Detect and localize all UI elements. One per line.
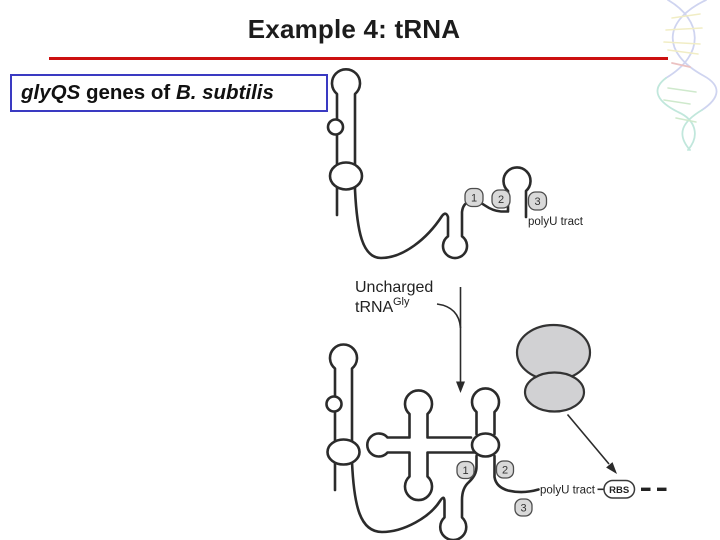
upper-small-bulge: [326, 118, 345, 136]
slide-title: Example 4: tRNA: [247, 14, 461, 44]
helix-strand-2: [665, 0, 696, 79]
badge-circle: [527, 191, 548, 211]
badge-number: 2: [498, 194, 504, 206]
badge-number: 3: [534, 196, 540, 208]
lower-right-hairpin-top: [470, 387, 501, 436]
label-pointer-curve: [436, 303, 462, 329]
gene-box-connector: genes of: [80, 81, 176, 104]
uncharged-label-line2: tRNA: [355, 299, 394, 316]
lower-right-hairpin-tail: [493, 454, 540, 494]
upper-rna-structure: 1 2 3 polyU tract: [326, 67, 584, 260]
badge-circle: [464, 187, 484, 208]
upper-badge-2: 2: [491, 189, 511, 209]
badge-circle: [456, 460, 475, 480]
lower-left-large-bulge: [326, 438, 361, 466]
gene-box: glyQS genes of B. subtilis: [10, 74, 328, 112]
lower-badge-1: 1: [456, 460, 475, 480]
badge-number: 3: [520, 503, 526, 515]
upper-polyu-label: polyU tract: [528, 216, 584, 228]
helix-strand-4: [656, 77, 696, 151]
species-name: B. subtilis: [175, 81, 274, 104]
ribosome-arrow-shaft: [566, 413, 610, 465]
helix-rungs-green: [663, 87, 697, 123]
helix-strand-3: [681, 109, 703, 151]
badge-number: 1: [471, 193, 477, 205]
gene-name: glyQS: [21, 81, 81, 104]
uncharged-label-superscript: Gly: [393, 296, 410, 308]
badge-circle: [514, 498, 533, 517]
dna-helix-decoration: [656, 0, 718, 151]
badge-number: 2: [502, 465, 508, 477]
upper-main-strand-path: [330, 67, 532, 260]
transition-group: Uncharged tRNA Gly: [355, 279, 465, 393]
uncharged-label-line1: Uncharged: [355, 279, 433, 296]
title-underline-rule: [49, 57, 668, 60]
badge-circle: [491, 189, 511, 209]
lower-left-small-bulge: [325, 395, 343, 413]
transition-arrow-head: [456, 381, 465, 393]
upper-badge-1: 1: [464, 187, 484, 208]
trna-cloverleaf-path: [365, 389, 476, 502]
lower-badge-2: 2: [495, 460, 515, 479]
rbs-badge: [603, 479, 636, 499]
ribosome-group: [515, 323, 617, 474]
lower-rna-structure: 1 2 3 polyU tract RBS: [325, 343, 667, 540]
badge-number: 1: [462, 465, 468, 477]
upper-badge-3: 3: [527, 191, 548, 211]
upper-large-bulge: [328, 161, 364, 191]
badge-circle: [495, 460, 515, 479]
rbs-label: RBS: [609, 485, 629, 496]
ribosome-arrow-head: [606, 462, 617, 474]
ribosome-small-subunit: [523, 371, 586, 413]
helix-rung-red: [671, 62, 691, 68]
lower-polyu-label: polyU tract: [540, 485, 596, 497]
helix-rungs-yellow: [663, 13, 703, 55]
lower-badge-3: 3: [514, 498, 533, 517]
lower-right-bulge: [470, 432, 501, 458]
lower-main-strand-path: [328, 343, 478, 540]
